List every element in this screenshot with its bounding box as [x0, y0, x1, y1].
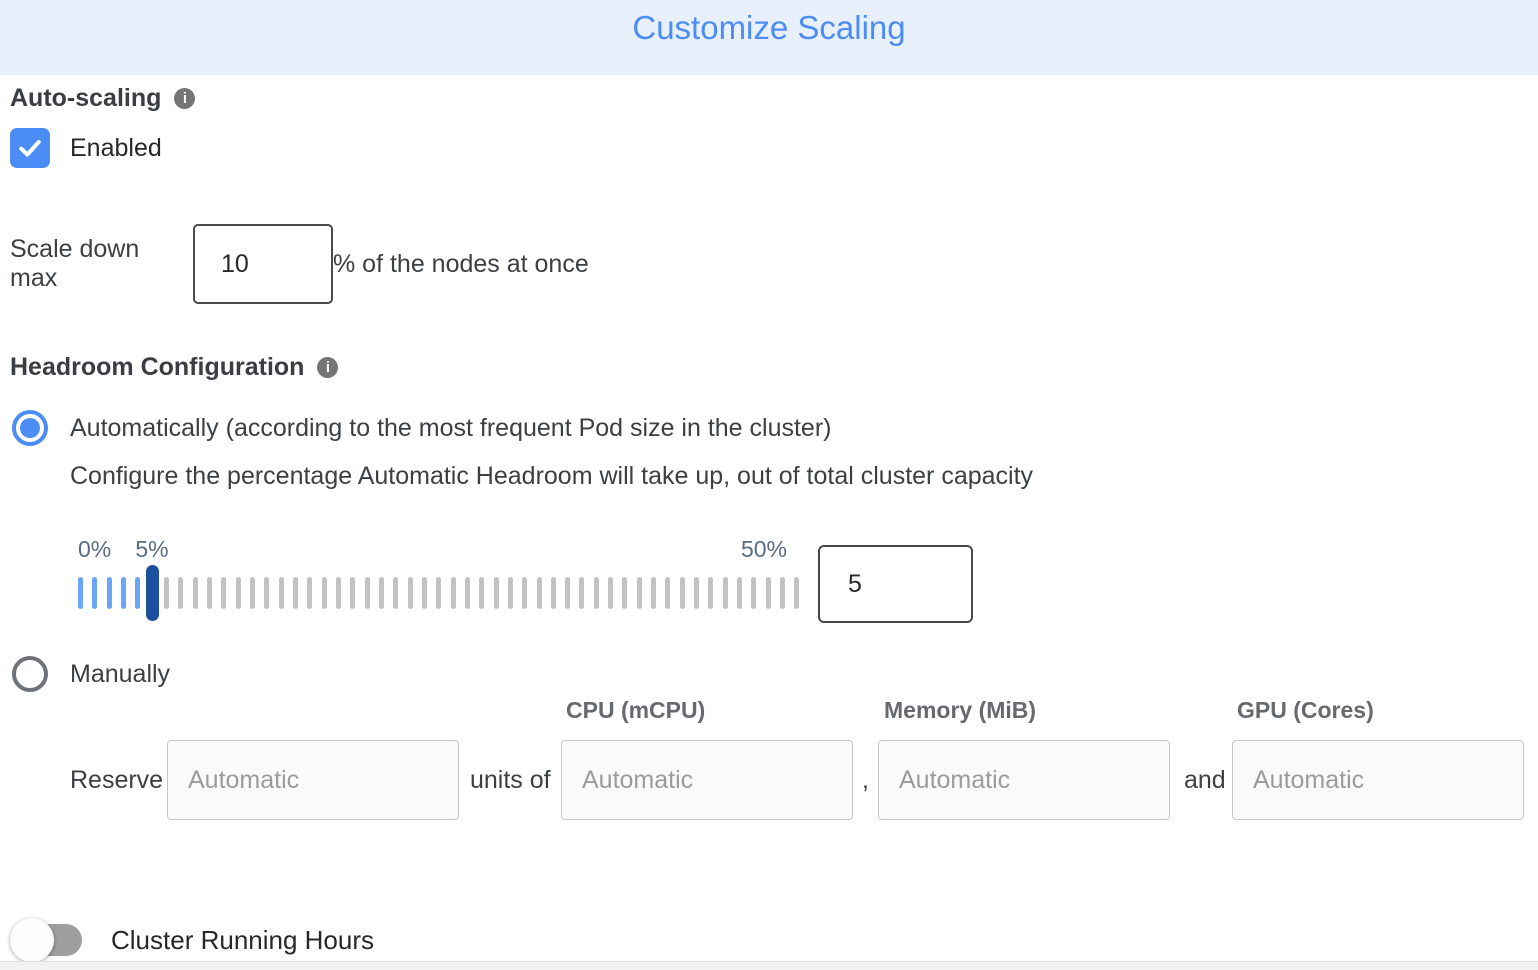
slider-tick	[536, 577, 542, 609]
bottom-divider	[0, 961, 1538, 962]
slider-tick	[722, 577, 728, 609]
slider-min-label: 0%	[78, 536, 112, 562]
slider-tick	[765, 577, 771, 609]
slider-tick	[92, 577, 98, 609]
auto-scaling-label: Auto-scaling	[10, 84, 162, 112]
slider-tick	[522, 577, 528, 609]
checkmark-icon	[19, 140, 41, 157]
manually-radio-label[interactable]: Manually	[70, 659, 171, 688]
headroom-automatic-option: Automatically (according to the most fre…	[12, 410, 831, 446]
slider-tick	[622, 577, 628, 609]
headroom-percentage-input[interactable]	[818, 545, 973, 623]
slider-tick	[206, 577, 212, 609]
headroom-label: Headroom Configuration	[10, 353, 305, 381]
reserve-row: Reserve units of , and	[0, 740, 1538, 820]
scale-down-row: Scale down max % of the nodes at once	[10, 224, 589, 304]
slider-tick	[694, 577, 700, 609]
enabled-label: Enabled	[70, 133, 162, 162]
slider-tick	[307, 577, 313, 609]
scale-down-suffix: % of the nodes at once	[333, 249, 589, 278]
slider-tick	[393, 577, 399, 609]
slider-tick	[507, 577, 513, 609]
info-icon[interactable]: i	[174, 88, 196, 109]
and-label: and	[1184, 766, 1226, 794]
slider-tick	[651, 577, 657, 609]
slider-tick	[120, 577, 126, 609]
slider-tick	[737, 577, 743, 609]
slider-tick	[78, 577, 83, 609]
slider-tick	[794, 577, 800, 609]
slider-tick	[679, 577, 685, 609]
reserve-cpu-input[interactable]	[561, 740, 853, 820]
slider-tick	[579, 577, 585, 609]
comma-separator: ,	[862, 766, 869, 794]
slider-tick	[292, 577, 298, 609]
slider-tick	[249, 577, 255, 609]
reserve-memory-input[interactable]	[878, 740, 1170, 820]
slider-tick	[321, 577, 327, 609]
reserve-units-input[interactable]	[167, 740, 459, 820]
headroom-manual-option: Manually	[12, 656, 170, 692]
slider-tick	[364, 577, 370, 609]
slider-tick	[493, 577, 499, 609]
automatic-radio-label[interactable]: Automatically (according to the most fre…	[70, 413, 832, 442]
headroom-slider-track[interactable]	[78, 565, 800, 621]
headroom-section-label: Headroom Configuration i	[10, 353, 339, 382]
slider-tick	[479, 577, 485, 609]
cpu-column-header: CPU (mCPU)	[566, 697, 706, 723]
auto-scaling-section-label: Auto-scaling i	[10, 84, 196, 113]
manually-radio[interactable]	[12, 656, 48, 692]
headroom-slider-labels: 0% 5% 50%	[78, 536, 800, 564]
slider-tick	[192, 577, 198, 609]
slider-tick	[665, 577, 671, 609]
scale-down-prefix: Scale down max	[10, 235, 140, 292]
slider-tick	[335, 577, 341, 609]
slider-tick	[636, 577, 642, 609]
slider-tick	[350, 577, 356, 609]
slider-tick	[751, 577, 757, 609]
gpu-column-header: GPU (Cores)	[1237, 697, 1374, 723]
slider-tick	[264, 577, 270, 609]
slider-tick	[780, 577, 786, 609]
slider-tick	[378, 577, 384, 609]
dialog-header: Customize Scaling	[0, 0, 1538, 75]
slider-tick	[407, 577, 413, 609]
slider-max-label: 50%	[740, 536, 787, 562]
slider-tick	[178, 577, 184, 609]
headroom-slider: 0% 5% 50%	[78, 536, 800, 621]
slider-tick	[421, 577, 427, 609]
slider-tick	[436, 577, 442, 609]
reserve-label: Reserve	[70, 766, 164, 794]
cluster-running-hours-toggle[interactable]	[10, 918, 84, 962]
automatic-headroom-description: Configure the percentage Automatic Headr…	[70, 462, 1034, 490]
footer-strip	[0, 962, 1538, 970]
info-icon[interactable]: i	[317, 357, 339, 378]
slider-tick	[550, 577, 556, 609]
units-of-label: units of	[470, 766, 551, 794]
headroom-slider-handle[interactable]	[145, 565, 159, 621]
slider-tick	[235, 577, 241, 609]
slider-tick	[608, 577, 614, 609]
slider-tick	[464, 577, 470, 609]
cluster-running-hours-label[interactable]: Cluster Running Hours	[111, 924, 375, 955]
slider-tick	[163, 577, 169, 609]
scale-down-max-input[interactable]	[193, 224, 333, 304]
memory-column-header: Memory (MiB)	[884, 697, 1037, 723]
cluster-running-hours-row: Cluster Running Hours	[10, 918, 375, 962]
page-title: Customize Scaling	[632, 9, 906, 46]
slider-tick	[450, 577, 456, 609]
reserve-gpu-input[interactable]	[1232, 740, 1524, 820]
slider-tick	[106, 577, 112, 609]
auto-scaling-enabled-checkbox[interactable]	[10, 128, 50, 168]
slider-tick	[221, 577, 227, 609]
slider-tick	[135, 577, 141, 609]
toggle-knob-icon	[10, 918, 54, 962]
slider-tick	[593, 577, 599, 609]
slider-tick	[708, 577, 714, 609]
slider-tick	[278, 577, 284, 609]
slider-current-label: 5%	[135, 536, 169, 562]
automatic-radio[interactable]	[12, 410, 48, 446]
slider-tick	[565, 577, 571, 609]
